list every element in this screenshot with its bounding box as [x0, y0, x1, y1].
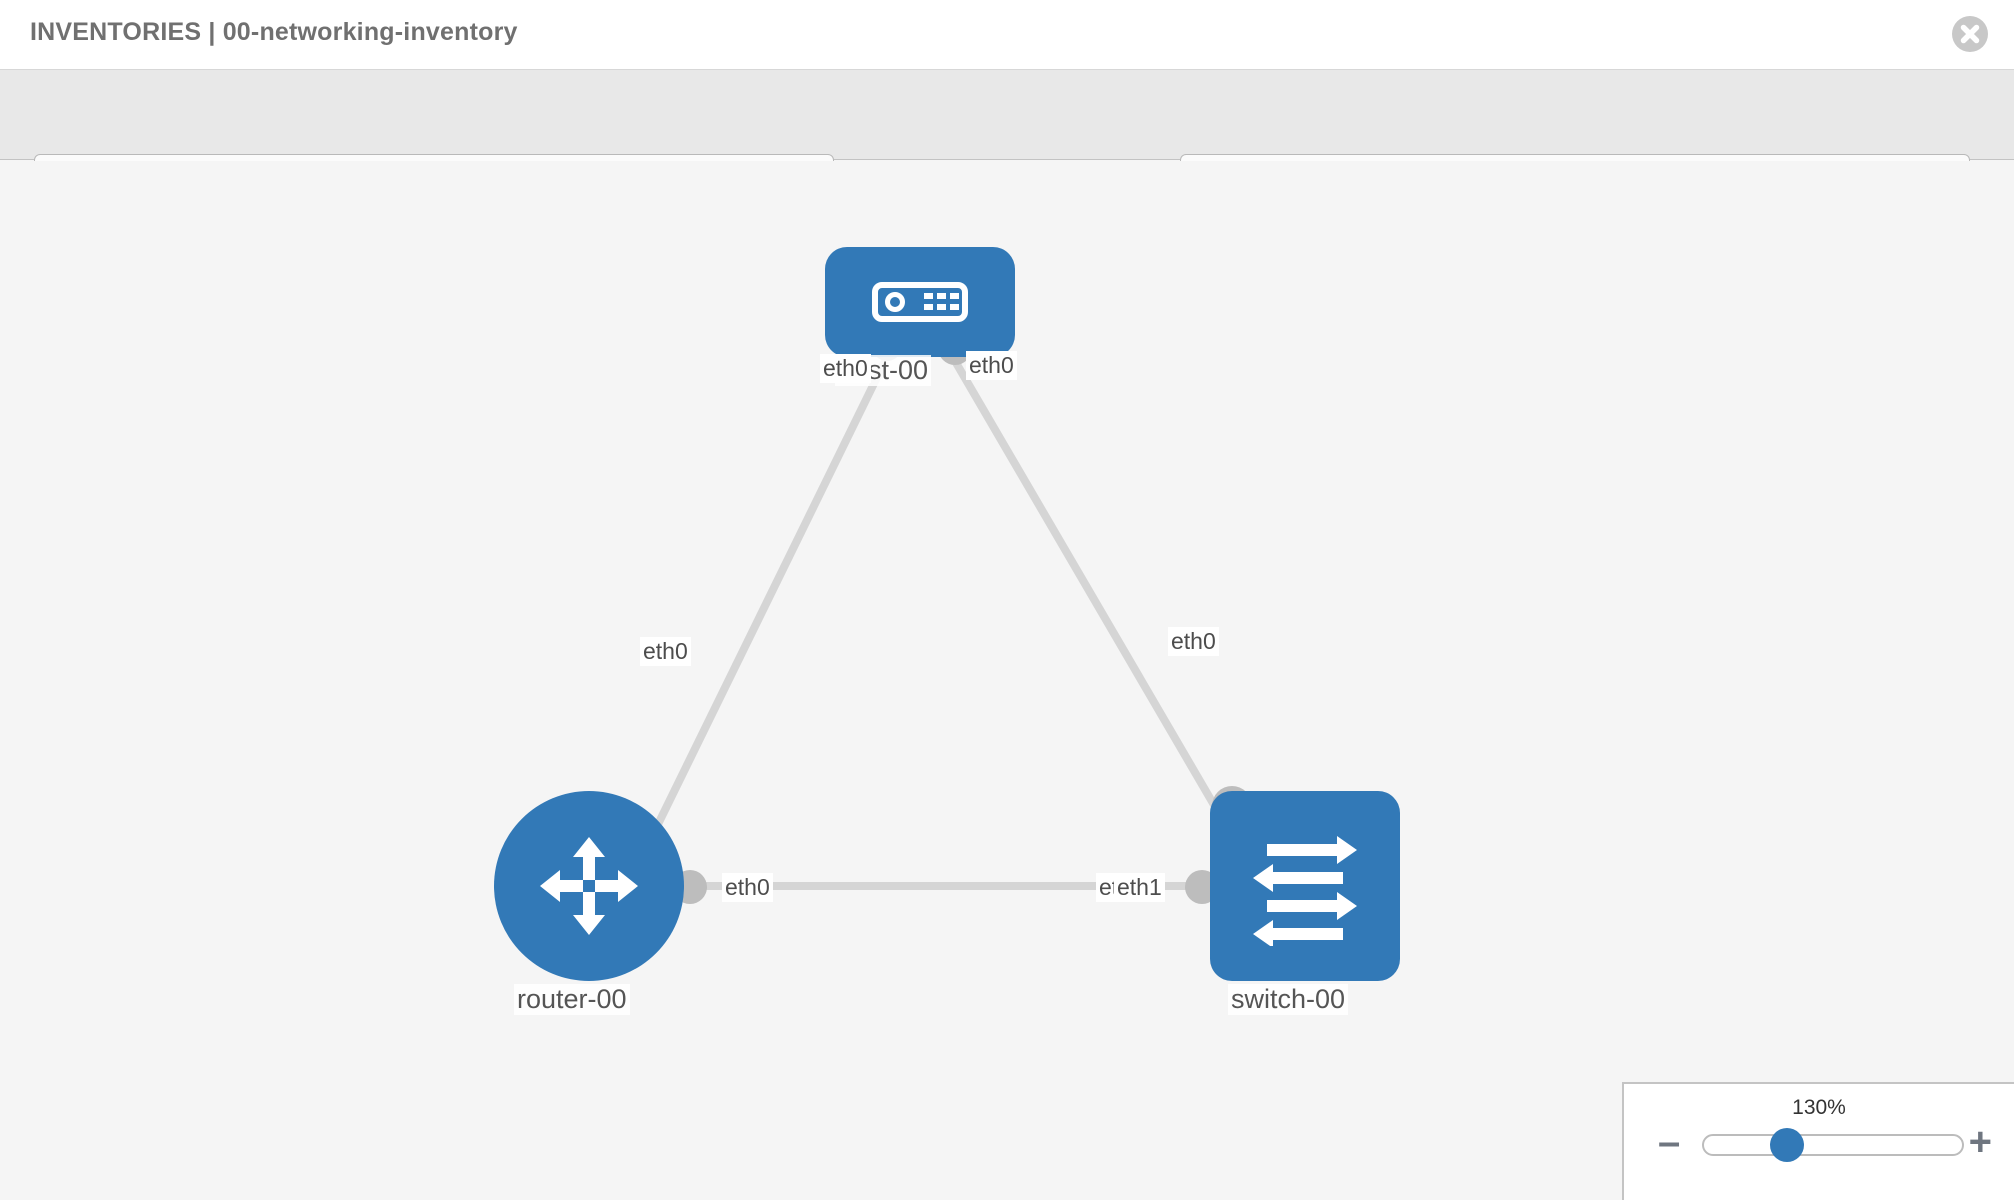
page-title: INVENTORIES | 00-networking-inventory — [30, 18, 518, 46]
node-switch-00-label: switch-00 — [1228, 984, 1349, 1015]
toolbar: ACTIONS SEARCH — [0, 70, 2014, 212]
topology-canvas[interactable]: host-00 router-00 — [0, 161, 2014, 1200]
edge-label-host-left-eth: eth0 — [820, 354, 871, 383]
router-arrows-icon — [540, 837, 638, 935]
node-switch-00[interactable]: switch-00 — [1210, 791, 1400, 1015]
edge-label-switch-up-eth: eth0 — [1168, 627, 1219, 656]
zoom-slider-track[interactable] — [1702, 1134, 1964, 1156]
minus-icon[interactable]: – — [1658, 1120, 1681, 1164]
edge-label-router-up-eth: eth0 — [640, 637, 691, 666]
node-host-00-shape[interactable] — [825, 247, 1015, 357]
node-host-00[interactable]: host-00 — [825, 247, 1015, 386]
page-header: INVENTORIES | 00-networking-inventory — [0, 0, 2014, 70]
edge-label-router-right-eth: eth0 — [722, 873, 773, 902]
zoom-level-value: 130% — [1792, 1096, 1846, 1119]
zoom-control-panel: 130% – + — [1622, 1082, 2014, 1200]
edge-label-host-right-eth: eth0 — [966, 351, 1017, 380]
server-icon — [872, 282, 968, 322]
node-router-00-label: router-00 — [514, 984, 630, 1015]
edge-host-router[interactable] — [636, 359, 889, 863]
switch-arrows-icon — [1253, 836, 1357, 946]
edge-host-switch[interactable] — [951, 358, 1239, 844]
zoom-slider-thumb[interactable] — [1770, 1128, 1804, 1162]
node-router-00-shape[interactable] — [494, 791, 684, 981]
close-icon[interactable] — [1952, 16, 1988, 52]
edge-label-switch-left-eth-b: eth1 — [1114, 873, 1165, 902]
node-router-00[interactable]: router-00 — [494, 791, 684, 1015]
node-switch-00-shape[interactable] — [1210, 791, 1400, 981]
plus-icon[interactable]: + — [1968, 1120, 1992, 1164]
